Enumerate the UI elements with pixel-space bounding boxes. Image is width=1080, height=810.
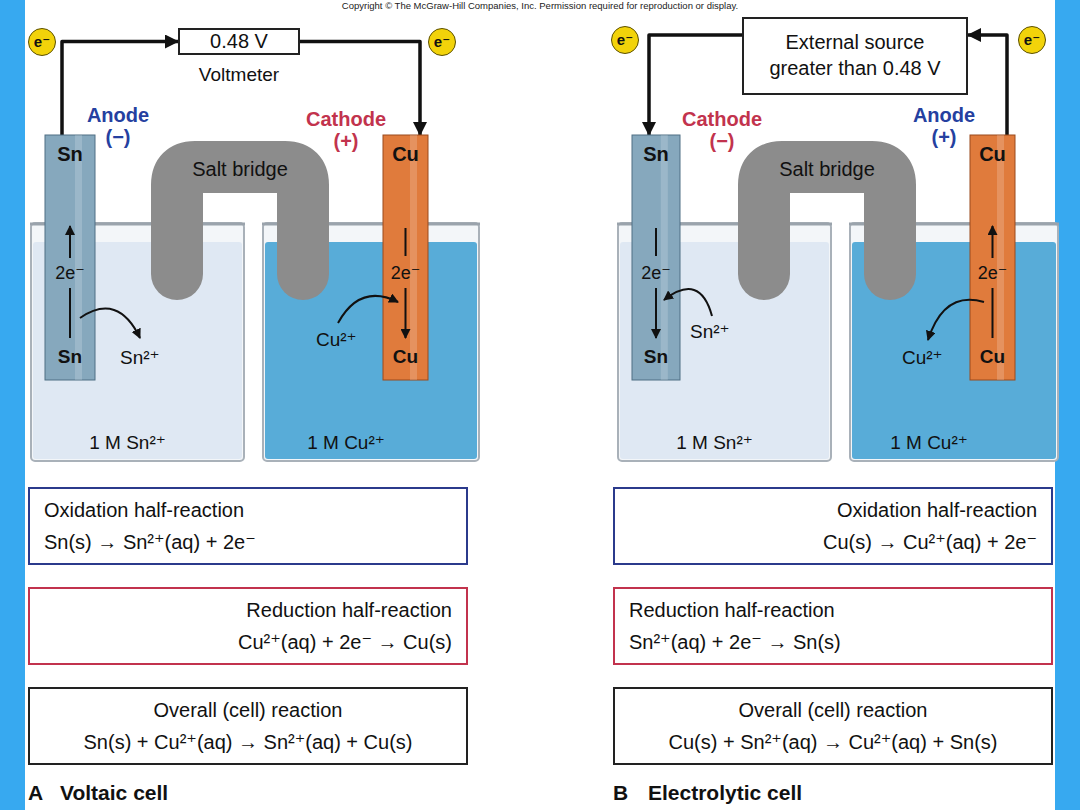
electrode-shape	[383, 135, 428, 380]
ion-symbol: Sn²⁺	[690, 320, 750, 343]
node-text: Cu	[383, 135, 428, 166]
node-text: 1 M Sn²⁺	[617, 431, 812, 454]
electron-count: 2e⁻	[970, 262, 1015, 284]
copyright-note: Copyright © The McGraw-Hill Companies, I…	[0, 0, 1080, 11]
ion-symbol: Cu²⁺	[902, 346, 962, 369]
salt-bridge: Salt bridge	[737, 140, 917, 300]
panel-caption: Voltaic cell	[60, 781, 360, 805]
electrode-shine	[410, 135, 417, 380]
node-text: Cu	[970, 135, 1015, 166]
node-text: Reduction half-reaction	[629, 597, 1037, 623]
electrode-shape	[45, 135, 95, 380]
node-text: External source greater than 0.48 V	[755, 29, 955, 81]
metal-symbol: Cu	[383, 346, 428, 368]
electron-flow-arrow	[655, 228, 657, 256]
node-text: Salt bridge	[737, 158, 917, 181]
reaction-box: Oxidation half-reactionSn(s) → Sn²⁺(aq) …	[28, 487, 468, 565]
solution	[620, 242, 829, 459]
node-subtext: Cu(s) + Sn²⁺(aq) → Cu²⁺(aq) + Sn(s)	[629, 729, 1037, 755]
ion-symbol: Sn²⁺	[120, 346, 180, 369]
electrode-bar	[45, 135, 95, 380]
node-subtext: Sn(s) + Cu²⁺(aq) → Sn²⁺(aq) + Cu(s)	[44, 729, 452, 755]
electron-count: 2e⁻	[45, 262, 95, 284]
salt-bridge-tube	[764, 167, 890, 274]
node-text: Reduction half-reaction	[44, 597, 452, 623]
solution	[33, 242, 242, 459]
electron-flow-arrow	[69, 288, 71, 338]
ion-flow-arrow	[80, 309, 140, 338]
panel-caption: Electrolytic cell	[648, 781, 948, 805]
node-text: 0.48 V	[180, 30, 298, 53]
node-text: 1 M Cu²⁺	[262, 431, 430, 454]
electrode: Cu	[970, 135, 1015, 380]
voltmeter-box: 0.48 VVoltmeter	[178, 28, 300, 55]
electron-badge: e⁻	[428, 28, 456, 56]
electron-badge: e⁻	[611, 26, 639, 54]
metal-symbol: Sn	[45, 346, 95, 368]
reaction-box: Reduction half-reactionSn²⁺(aq) + 2e⁻ → …	[613, 587, 1053, 665]
panel-letter: A	[28, 781, 58, 805]
ion-flow-arrow	[928, 300, 984, 340]
electron-count: 2e⁻	[383, 262, 428, 284]
power-source-box: External source greater than 0.48 V	[742, 17, 968, 95]
electrode-shine	[661, 135, 668, 380]
panel-letter: B	[613, 781, 643, 805]
node-text: 1 M Cu²⁺	[849, 431, 1009, 454]
electrode-shape	[970, 135, 1015, 380]
salt-bridge: Salt bridge	[150, 140, 330, 300]
node-text: Sn	[45, 135, 95, 166]
node-subtext: Sn(s) → Sn²⁺(aq) + 2e⁻	[44, 529, 452, 555]
electrode-role: Anode (+)	[906, 104, 982, 148]
node-subtext: Voltmeter	[150, 64, 328, 86]
reaction-box: Overall (cell) reactionCu(s) + Sn²⁺(aq) …	[613, 687, 1053, 765]
electrode: Cu	[383, 135, 428, 380]
ion-flow-arrow	[664, 289, 712, 316]
ion-flow-arrow	[338, 296, 398, 323]
metal-symbol: Sn	[632, 346, 680, 368]
electron-badge: e⁻	[28, 28, 56, 56]
electrode-bar	[383, 135, 428, 380]
node-text: e⁻	[429, 29, 455, 54]
node-text: Oxidation half-reaction	[629, 497, 1037, 523]
ion-symbol: Cu²⁺	[316, 328, 376, 351]
node-text: Salt bridge	[150, 158, 330, 181]
salt-bridge-tube	[177, 167, 303, 274]
electron-count: 2e⁻	[632, 262, 680, 284]
electrode-bar	[970, 135, 1015, 380]
electrode-role: Anode (−)	[80, 104, 156, 148]
node-subtext: Sn²⁺(aq) + 2e⁻ → Sn(s)	[629, 629, 1037, 655]
node-text: Overall (cell) reaction	[44, 697, 452, 723]
electron-flow-arrow	[69, 226, 71, 258]
electron-flow-arrow	[405, 228, 407, 256]
reaction-box: Oxidation half-reactionCu(s) → Cu²⁺(aq) …	[613, 487, 1053, 565]
electron-flow-arrow	[992, 226, 994, 258]
reaction-box: Overall (cell) reactionSn(s) + Cu²⁺(aq) …	[28, 687, 468, 765]
node-text: e⁻	[612, 27, 638, 52]
electrode: Sn	[632, 135, 680, 380]
node-text: Sn	[632, 135, 680, 166]
electrode: Sn	[45, 135, 95, 380]
electron-flow-arrow	[992, 288, 994, 338]
node-subtext: Cu²⁺(aq) + 2e⁻ → Cu(s)	[44, 629, 452, 655]
node-text: Oxidation half-reaction	[44, 497, 452, 523]
electrode-shape	[632, 135, 680, 380]
electron-flow-arrow	[655, 288, 657, 338]
node-text: 1 M Sn²⁺	[30, 431, 225, 454]
electron-flow-arrow	[405, 288, 407, 338]
metal-symbol: Cu	[970, 346, 1015, 368]
electrode-bar	[632, 135, 680, 380]
node-text: Overall (cell) reaction	[629, 697, 1037, 723]
electrode-role: Cathode (+)	[296, 108, 396, 152]
node-text: e⁻	[1019, 27, 1045, 52]
node-subtext: Cu(s) → Cu²⁺(aq) + 2e⁻	[629, 529, 1037, 555]
electrode-shine	[75, 135, 82, 380]
electron-badge: e⁻	[1018, 26, 1046, 54]
electrode-shine	[997, 135, 1004, 380]
node-text: e⁻	[29, 29, 55, 54]
reaction-box: Reduction half-reactionCu²⁺(aq) + 2e⁻ → …	[28, 587, 468, 665]
electrode-role: Cathode (−)	[672, 108, 772, 152]
